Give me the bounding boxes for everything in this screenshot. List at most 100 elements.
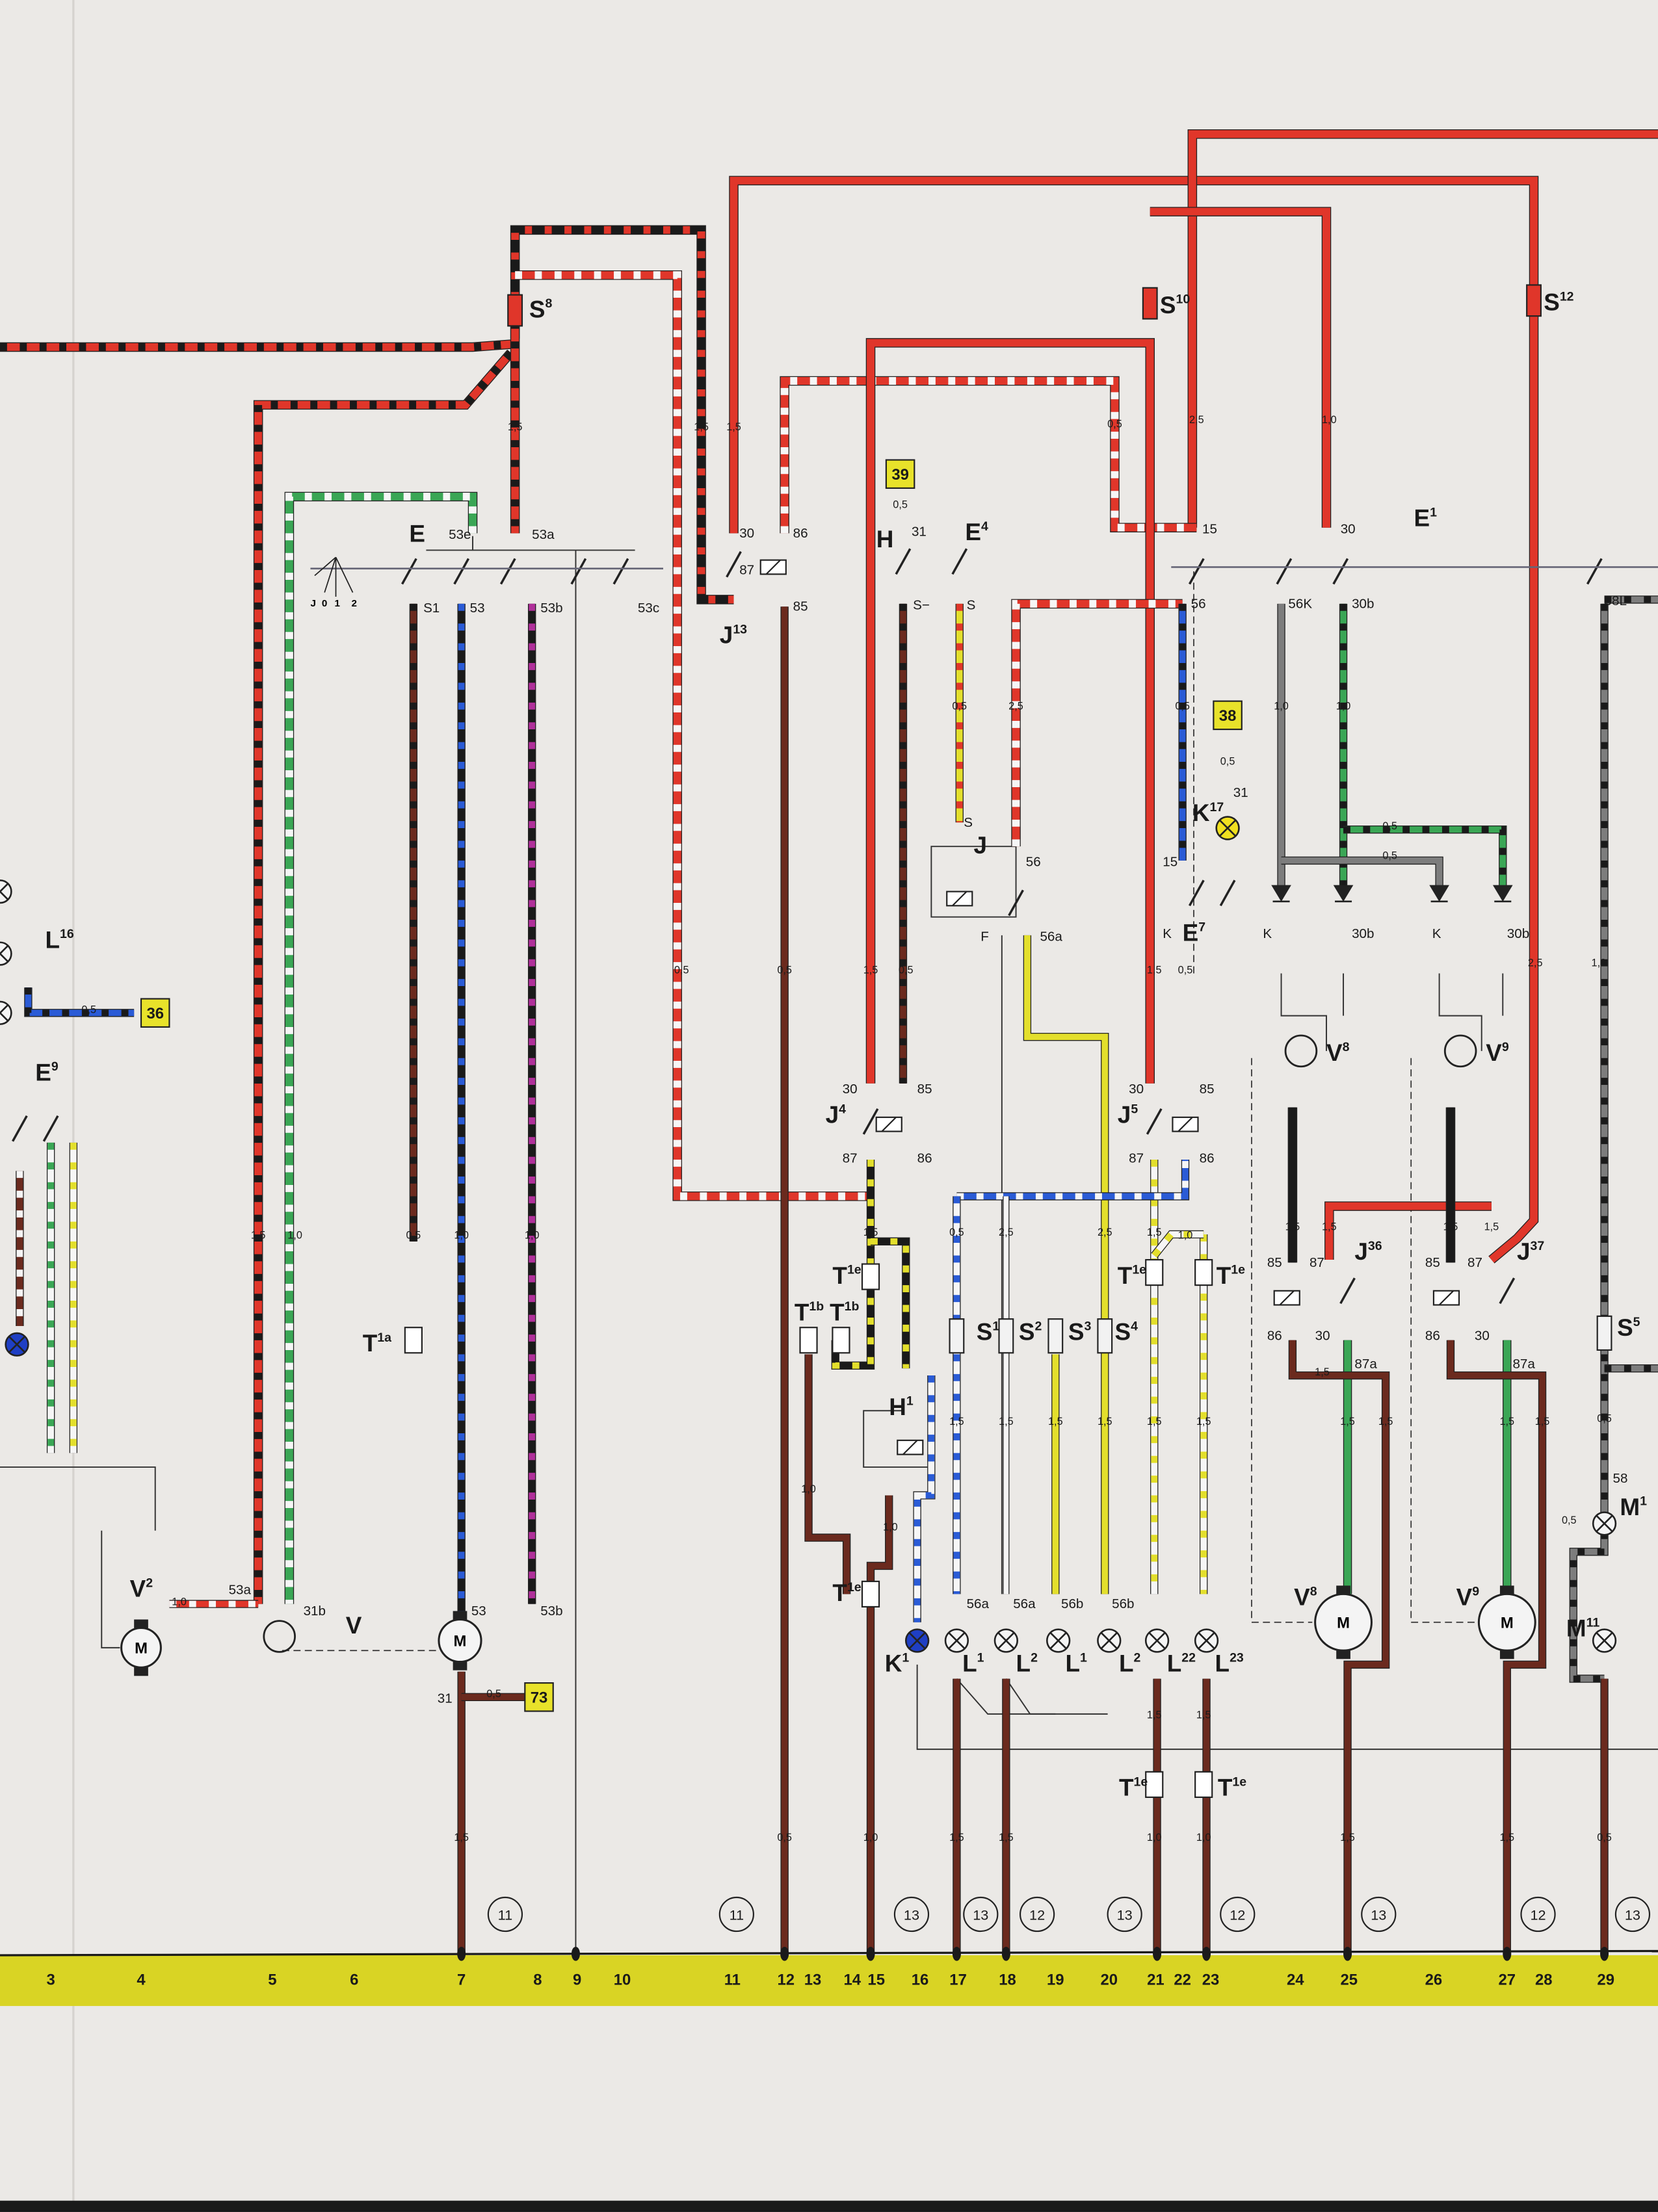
component-label-e9: E9 (35, 1059, 59, 1086)
component-letter: J (973, 832, 987, 859)
wire-gauge-label: 1,5 (694, 421, 709, 433)
terminal-label: 56a (1013, 1596, 1036, 1611)
motor-icon: M (438, 1611, 482, 1671)
component-index: 8 (1310, 1585, 1317, 1599)
component-label-s2: S2 (1019, 1319, 1042, 1346)
component-letter: V (1486, 1039, 1502, 1066)
terminal-label: 56 (1026, 855, 1041, 870)
wire-gauge-label: 1,5 (949, 1416, 964, 1427)
component-index: 1e (1232, 1775, 1246, 1789)
wire-gauge-label: 0,5 (893, 499, 908, 510)
component-index: 5 (1131, 1102, 1138, 1116)
circled-reference: 11 (487, 1896, 523, 1932)
component-index: 1 (1430, 505, 1437, 519)
connector-icon (799, 1327, 818, 1354)
wire-red-black-53a (253, 349, 515, 1604)
terminal-label: 56b (1112, 1596, 1134, 1611)
component-label-k1: K1 (885, 1650, 910, 1677)
component-letter: T (1217, 1262, 1231, 1289)
connector-icon (861, 1580, 880, 1608)
component-label-v8: V8 (1326, 1039, 1350, 1066)
lamp-icon (1592, 1511, 1617, 1536)
terminal-label: S (964, 815, 973, 830)
component-index: 17 (1209, 800, 1224, 814)
switch-position-label: J (311, 598, 316, 609)
wire-gauge-label: 0,5 (949, 1227, 964, 1238)
component-letter: T (1118, 1262, 1133, 1289)
component-index: 1a (377, 1331, 391, 1345)
switch-contact-icon (42, 1115, 59, 1142)
fuse-icon (949, 1318, 965, 1354)
component-index: 1 (992, 1320, 999, 1334)
bus-position-number: 20 (1101, 1971, 1118, 1989)
terminal-label: 58L (1605, 593, 1627, 608)
switch-contact-icon (12, 1115, 28, 1142)
bus-position-number: 23 (1202, 1971, 1220, 1989)
fuse-icon (1526, 284, 1542, 317)
component-letter: H (889, 1394, 906, 1420)
terminal-label: S (967, 598, 976, 613)
terminal-label: 31 (1233, 785, 1248, 800)
lamp-icon (1046, 1628, 1071, 1653)
bus-position-number: 4 (137, 1971, 146, 1989)
wire-red-white-j13-86 (780, 376, 1197, 534)
component-letter: V (1326, 1039, 1343, 1066)
wire-gauge-label: 1,5 (1196, 1416, 1211, 1427)
switch-contact-icon (951, 548, 968, 575)
bottom-border (0, 2200, 1658, 2212)
terminal-label: 86 (1200, 1151, 1215, 1165)
connector-icon (1194, 1771, 1213, 1798)
bus-position-number: 26 (1425, 1971, 1443, 1989)
terminal-label: 30 (1315, 1329, 1330, 1344)
wire-brown-15 (866, 1495, 893, 1954)
terminal-label: 87 (1467, 1255, 1482, 1270)
reference-box-number: 36 (146, 1005, 164, 1022)
ground-bus-line (0, 1949, 1658, 1957)
component-label-e4: E4 (965, 519, 988, 545)
component-label-j5: J5 (1118, 1102, 1138, 1128)
component-letter: E (35, 1059, 51, 1086)
terminal-label: 56 (1191, 596, 1206, 611)
component-letter: E (1414, 505, 1430, 532)
component-label-j4: J4 (826, 1102, 847, 1128)
wire-gauge-label: 1,0 (1274, 701, 1289, 712)
terminal-label: 30 (1129, 1082, 1144, 1097)
wire-gauge-label: 1,5 (1285, 1221, 1300, 1232)
terminal-label: K (1163, 926, 1172, 941)
wire-gauge-label: 1,5 (1147, 1416, 1162, 1427)
switch-contact-icon (862, 1108, 879, 1135)
switch-contact-icon (1146, 1108, 1163, 1135)
circled-reference-number: 11 (730, 1907, 744, 1923)
component-letter: M (1620, 1494, 1640, 1520)
bus-position-number: 10 (614, 1971, 631, 1989)
circled-reference-number: 13 (1625, 1907, 1640, 1923)
wire-gauge-label: 1,5 (1443, 1221, 1458, 1232)
bus-position-number: 29 (1597, 1971, 1614, 1989)
switch-contact-icon (1332, 558, 1349, 585)
terminal-label: F (980, 930, 989, 944)
wire-gauge-label: 2,5 (1189, 414, 1204, 426)
ground-bus-junction (1153, 1946, 1162, 1961)
component-letter: K (885, 1650, 902, 1677)
terminal-label: 30 (1475, 1329, 1490, 1344)
component-label-e7: E7 (1183, 920, 1205, 946)
circled-reference: 12 (1220, 1896, 1256, 1932)
fuse-icon (1047, 1318, 1064, 1354)
terminal-label: 53 (470, 601, 485, 616)
switch-contact-icon (401, 558, 417, 585)
circled-reference: 12 (1520, 1896, 1556, 1932)
component-label-t1a: T1a (363, 1330, 391, 1357)
component-index: 4 (839, 1102, 846, 1116)
terminal-label: 53 (471, 1604, 486, 1619)
wire-gauge-label: 1,0 (863, 1832, 878, 1843)
circled-reference-number: 12 (1230, 1907, 1245, 1923)
fuse-icon (1142, 287, 1158, 320)
component-letter: H (876, 526, 894, 553)
component-label-j37: J37 (1517, 1238, 1544, 1265)
component-index: 1e (847, 1263, 862, 1277)
terminal-label: 53a (532, 527, 555, 542)
reference-box: 73 (524, 1682, 554, 1712)
circled-reference: 13 (893, 1896, 930, 1932)
